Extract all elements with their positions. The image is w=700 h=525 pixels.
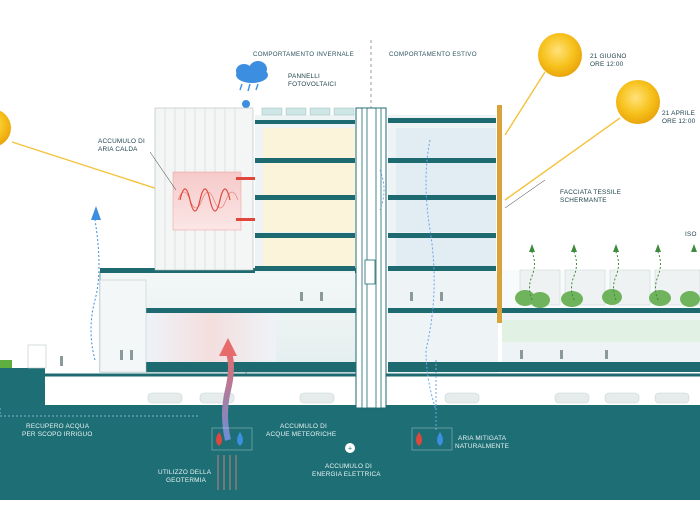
water-drops-icon [216,432,243,446]
energy-node-icon: + [345,443,355,453]
energy-line2: ENERGIA ELETTRICA [312,471,381,478]
photovoltaic-panels [261,107,355,116]
pv-label-line2: FOTOVOLTAICI [288,81,336,88]
sun-ray-june [504,71,546,136]
svg-text:+: + [348,446,352,453]
meteoric-line2: ACQUE METEORICHE [266,431,336,438]
mitigated-line2: NATURALMENTE [455,443,509,450]
geothermal-arrow [222,348,234,441]
terrace-trees [515,289,700,308]
sun-june-icon [538,33,582,77]
sun-ray-april [504,117,621,201]
textile-facade [497,105,502,323]
cool-airflow-left [90,219,100,361]
rain-recovery-line1: RECUPERO ACQUA [26,423,90,430]
sun-left-icon [0,110,11,146]
pv-label-line1: PANNELLI [288,73,320,80]
april-label-line2: ORE 12:00 [662,118,696,125]
people-silhouettes [60,292,608,366]
hot-air-label-line2: ARIA CALDA [98,146,138,153]
meteoric-line1: ACCUMULO DI [280,423,327,430]
rain-pipe-node [242,100,250,108]
summer-header: COMPORTAMENTO ESTIVO [389,51,477,58]
june-label-line2: ORE 12:00 [590,61,624,68]
mitigated-line1: ARIA MITIGATA [458,435,507,442]
mitigated-airflow [425,139,437,411]
water-drops-icon-right [416,432,443,446]
hot-air-label-line1: ACCUMULO DI [98,138,145,145]
rain-cloud-icon [236,61,268,92]
iso-label-fragment: ISO [685,231,697,238]
winter-header: COMPORTAMENTO INVERNALE [253,51,354,58]
hot-air-accumulation [172,171,242,231]
april-label-line1: 21 APRILE [662,110,695,117]
lawn-left [0,360,12,368]
june-label-line1: 21 GIUGNO [590,53,627,60]
geothermal-line2: GEOTERMIA [166,477,207,484]
sun-april-icon [616,80,660,124]
rain-recovery-line2: PER SCOPO IRRIGUO [22,431,93,438]
geothermal-line1: UTILIZZO DELLA [158,469,212,476]
sun-ray-left [11,141,171,194]
textile-label-line2: SCHERMANTE [560,197,607,204]
energy-line1: ACCUMULO DI [325,463,372,470]
textile-label-line1: FACCIATA TESSILE [560,189,621,196]
parked-cars [147,392,690,404]
green-airflow-arrows [529,251,661,301]
